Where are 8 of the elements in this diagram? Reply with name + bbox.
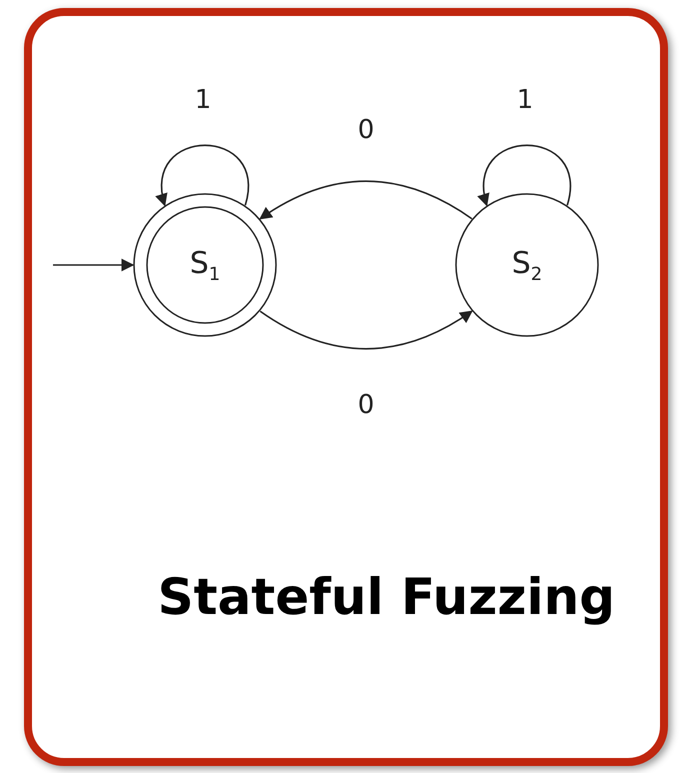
arrow [156,144,250,207]
state-circle: S$_{2}$ [455,193,599,337]
accepting-state-circle: S$_{1}$ [133,193,277,337]
arrow [260,310,473,350]
arrow [478,144,572,207]
arrow [53,258,134,272]
title: Stateful Fuzzing [156,568,615,626]
arrow [259,180,472,220]
